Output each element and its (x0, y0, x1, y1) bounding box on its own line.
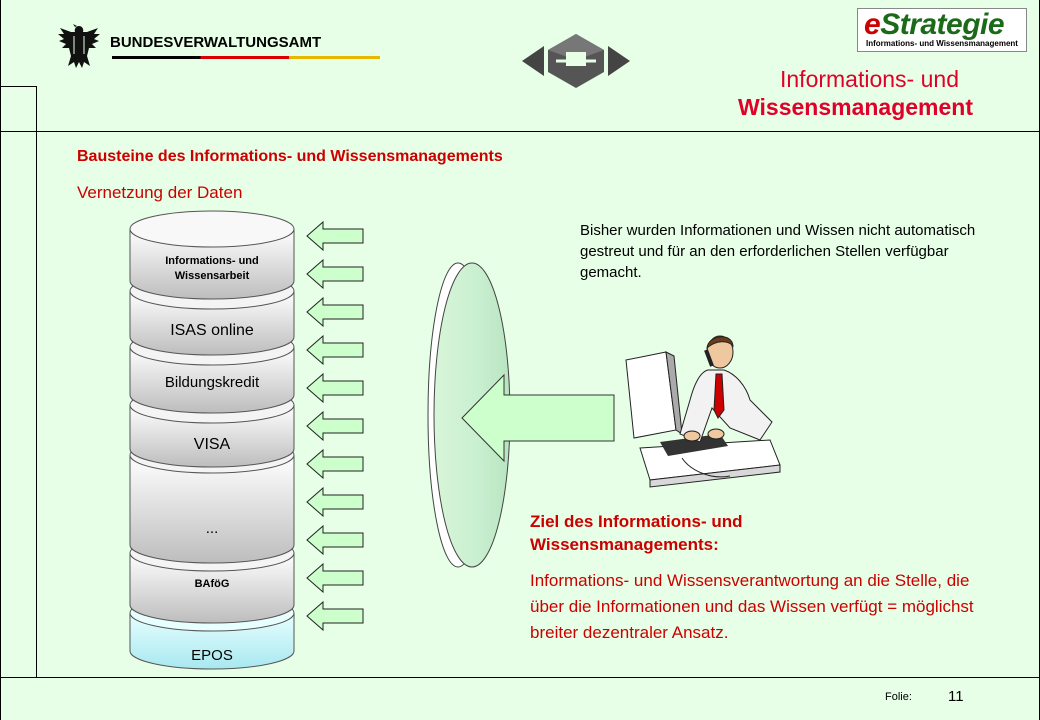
incoming-arrows-column (306, 220, 364, 632)
arrow-left-icon (306, 562, 364, 594)
slide-number: 11 (948, 688, 964, 705)
left-border (0, 0, 1, 720)
bisher-text: Bisher wurden Informationen und Wissen n… (580, 222, 976, 281)
slide-title-line1: Informations- und (780, 66, 959, 92)
distribution-lens (427, 262, 615, 568)
section-subheading: Vernetzung der Daten (77, 183, 243, 202)
person-at-computer-illustration (625, 335, 781, 488)
ziel-text: Informations- und Wissensverantwortung a… (530, 571, 974, 642)
slide-title-line2: Wissensmanagement (738, 94, 973, 120)
db-label-epos: EPOS (191, 647, 233, 664)
diamond-logo-icon (522, 34, 630, 88)
arrow-left-icon (306, 334, 364, 366)
left-margin-line (36, 86, 37, 677)
db-label-isas: ISAS online (170, 322, 254, 339)
header-divider (0, 131, 1040, 132)
db-label-bildungskredit: Bildungskredit (164, 374, 260, 391)
logo-e: e (864, 8, 881, 41)
estrategie-logo-wordmark: eStrategie (864, 8, 1005, 42)
arrow-left-icon (306, 296, 364, 328)
logo-strategie: Strategie (880, 8, 1005, 41)
db-label-visa: VISA (193, 436, 231, 453)
arrow-left-icon (306, 220, 364, 252)
left-tab-top (0, 86, 37, 87)
federal-eagle-icon (58, 24, 100, 68)
slide-number-label: Folie: (885, 691, 912, 703)
flag-underline (112, 56, 380, 59)
db-label-bafoeg: BAföG (194, 578, 230, 590)
arrow-left-icon (306, 448, 364, 480)
big-arrow-left-icon (461, 373, 615, 463)
database-stack (129, 210, 295, 670)
arrow-left-icon (306, 486, 364, 518)
footer-divider (0, 677, 1040, 678)
estrategie-logo (857, 8, 1027, 52)
db-label-wissensarbeit: Informations- und Wissensarbeit (165, 255, 259, 282)
arrow-left-icon (306, 524, 364, 556)
db-label-more: ... (205, 520, 219, 537)
arrow-left-icon (306, 410, 364, 442)
logo-subtitle: Informations- und Wissensmanagement (866, 39, 1018, 48)
arrow-left-icon (306, 372, 364, 404)
arrow-left-icon (306, 258, 364, 290)
agency-name: BUNDESVERWALTUNGSAMT (110, 34, 322, 51)
arrow-left-icon (306, 600, 364, 632)
section-heading: Bausteine des Informations- und Wissensm… (77, 148, 503, 165)
ziel-heading: Ziel des Informations- und Wissensmanage… (530, 512, 743, 554)
db-layer-wissensarbeit (129, 210, 295, 300)
